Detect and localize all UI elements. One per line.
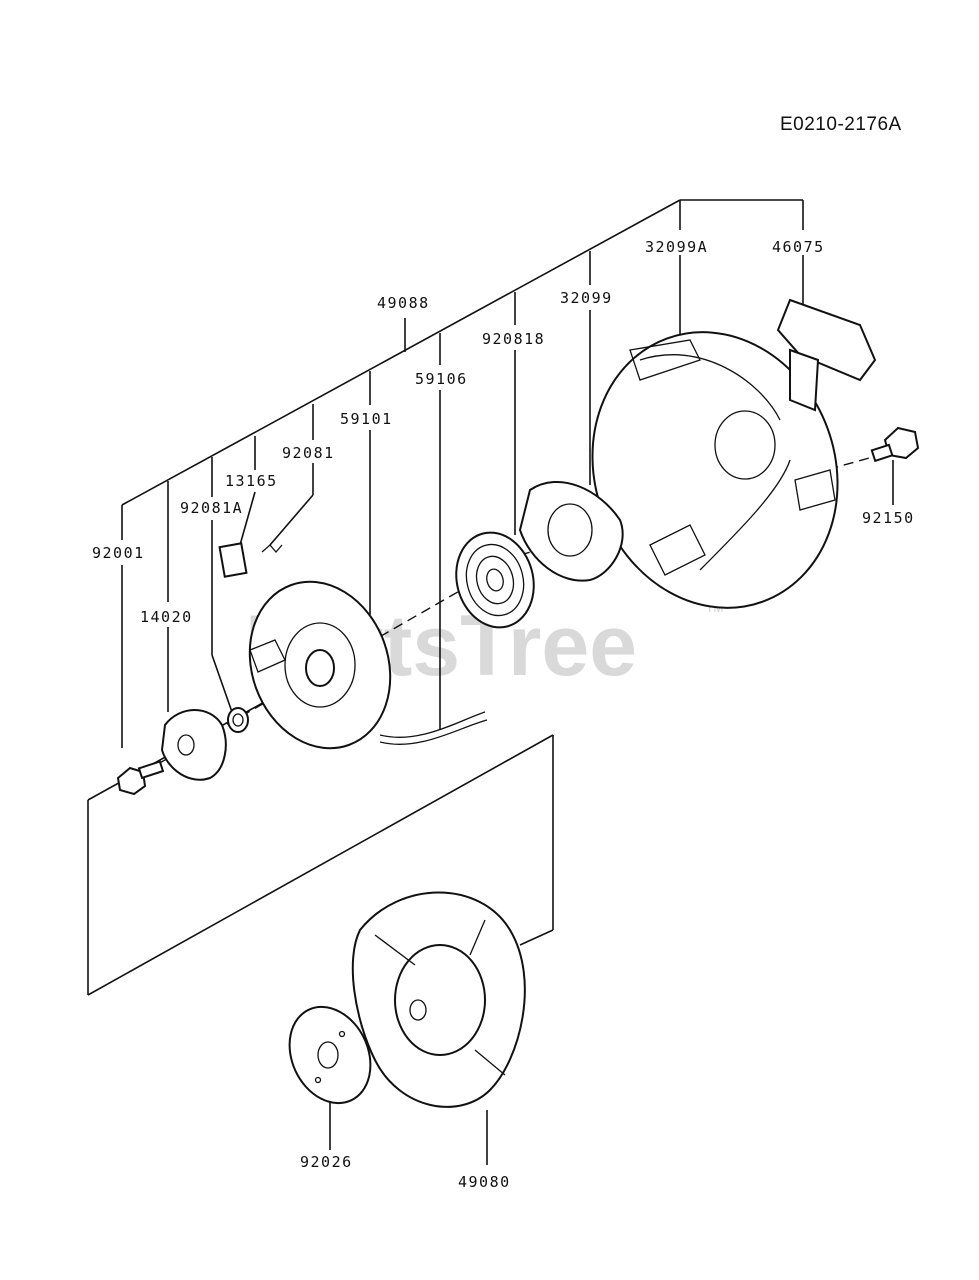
bolt-92001 bbox=[116, 760, 165, 796]
label-14020: 14020 bbox=[140, 608, 193, 626]
starter-handle bbox=[776, 298, 877, 412]
label-92026: 92026 bbox=[300, 1153, 353, 1171]
spring-92081 bbox=[261, 544, 283, 553]
washer-92026 bbox=[288, 1005, 372, 1105]
plate-32099 bbox=[518, 480, 624, 582]
assembly-bracket-lines bbox=[121, 199, 894, 748]
label-920818: 920818 bbox=[482, 330, 545, 348]
reel-59101 bbox=[248, 580, 392, 750]
label-92150: 92150 bbox=[862, 509, 915, 527]
rope-59106 bbox=[379, 711, 486, 738]
label-13165: 13165 bbox=[225, 472, 278, 490]
pawl-13165 bbox=[218, 542, 248, 578]
label-32099A: 32099A bbox=[645, 238, 708, 256]
diagram-code: E0210-2176A bbox=[780, 114, 902, 135]
label-92081A: 92081A bbox=[180, 499, 243, 517]
label-59106: 59106 bbox=[415, 370, 468, 388]
label-46075: 46075 bbox=[772, 238, 825, 256]
label-49080: 49080 bbox=[458, 1173, 511, 1191]
recoil-housing bbox=[591, 331, 839, 609]
rope-59106-edge bbox=[379, 719, 488, 745]
cover-49080 bbox=[351, 891, 526, 1108]
bolt-92150 bbox=[870, 426, 920, 463]
label-92081: 92081 bbox=[282, 444, 335, 462]
spring-92081A bbox=[227, 707, 249, 733]
label-32099: 32099 bbox=[560, 289, 613, 307]
label-59101: 59101 bbox=[340, 410, 393, 428]
cam-14020 bbox=[160, 709, 227, 781]
spring-920818 bbox=[455, 531, 535, 629]
label-49088: 49088 bbox=[377, 294, 430, 312]
label-92001: 92001 bbox=[92, 544, 145, 562]
